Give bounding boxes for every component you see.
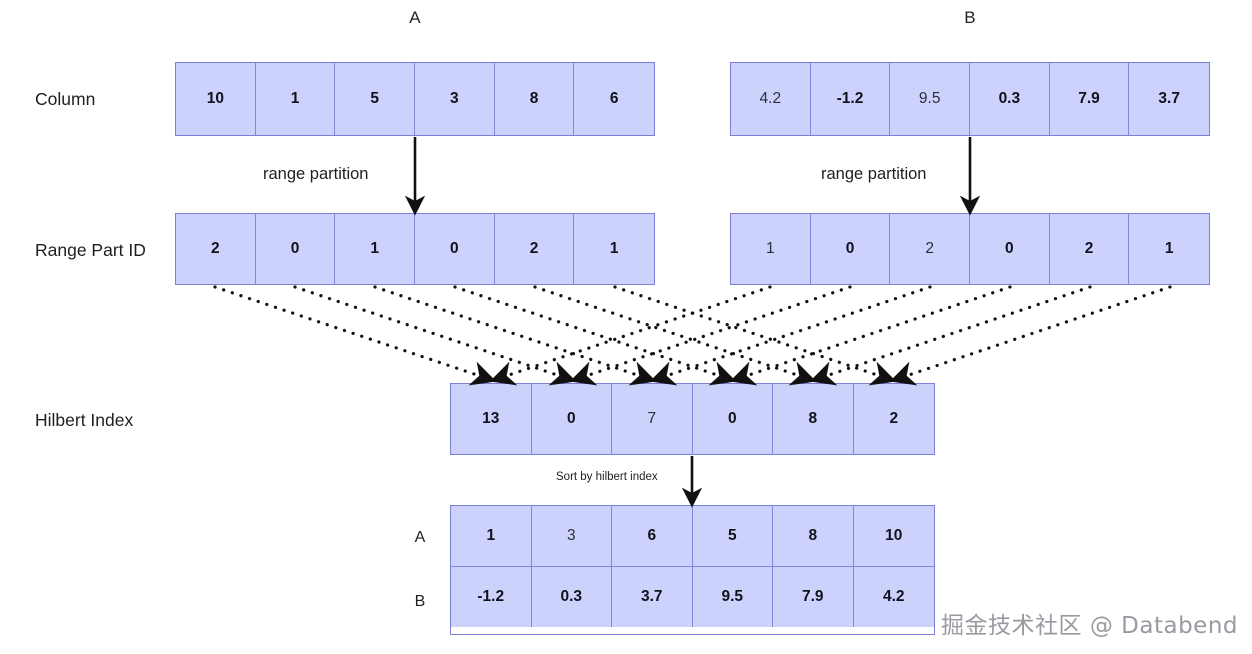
sorted-b-cell-5: 4.2 bbox=[853, 567, 934, 627]
sorted-b-cell-4: 7.9 bbox=[773, 567, 854, 627]
header-column-a: A bbox=[409, 8, 421, 27]
column-b-cell-1: -1.2 bbox=[810, 63, 891, 135]
range-part-id-b-cell-5: 1 bbox=[1129, 214, 1210, 284]
sorted-a-cell-5: 10 bbox=[853, 506, 934, 566]
sorted-row-label-b: B bbox=[414, 593, 426, 610]
column-b-cell-2: 9.5 bbox=[890, 63, 971, 135]
range-part-id-b-cell-1: 0 bbox=[810, 214, 891, 284]
edge-label-range-partition-b: range partition bbox=[821, 165, 927, 183]
sorted-b-cell-1: 0.3 bbox=[531, 567, 612, 627]
range-part-id-b-cell-3: 0 bbox=[970, 214, 1050, 284]
row-label-hilbert-index: Hilbert Index bbox=[35, 410, 134, 430]
sorted-a-cell-4: 8 bbox=[773, 506, 854, 566]
column-b-cell-5: 3.7 bbox=[1129, 63, 1210, 135]
hilbert-index-cell-1: 0 bbox=[531, 384, 612, 454]
connectors-b-to-hilbert bbox=[489, 285, 1172, 386]
column-a-cell-5: 6 bbox=[574, 63, 655, 135]
row-label-column: Column bbox=[35, 89, 96, 109]
sorted-a-cell-0: 1 bbox=[451, 506, 532, 566]
sorted-b-cell-3: 9.5 bbox=[692, 567, 773, 627]
range-part-id-a-cell-3: 0 bbox=[415, 214, 495, 284]
column-b-cell-0: 4.2 bbox=[731, 63, 811, 135]
range-part-id-a-cell-2: 1 bbox=[335, 214, 416, 284]
sorted-b-cell-2: 3.7 bbox=[612, 567, 693, 627]
range-part-id-b-cell-2: 2 bbox=[890, 214, 971, 284]
column-a-cell-0: 10 bbox=[176, 63, 256, 135]
hilbert-index-cell-3: 0 bbox=[692, 384, 773, 454]
range-part-id-a-cell-5: 1 bbox=[574, 214, 655, 284]
hilbert-index-cell-2: 7 bbox=[612, 384, 693, 454]
sorted-row-label-a: A bbox=[414, 529, 426, 546]
range-part-id-b-cell-0: 1 bbox=[731, 214, 811, 284]
sorted-b-cell-0: -1.2 bbox=[451, 567, 532, 627]
hilbert-index-cell-4: 8 bbox=[773, 384, 854, 454]
range-part-id-a-cell-0: 2 bbox=[176, 214, 256, 284]
range-part-id-a-cell-4: 2 bbox=[494, 214, 575, 284]
column-a-cell-3: 3 bbox=[415, 63, 495, 135]
column-b-cell-3: 0.3 bbox=[970, 63, 1050, 135]
column-a-cell-1: 1 bbox=[255, 63, 336, 135]
connectors-a-to-hilbert bbox=[213, 285, 897, 386]
watermark: 掘金技术社区 @ Databend bbox=[941, 613, 1238, 639]
sorted-a-cell-1: 3 bbox=[531, 506, 612, 566]
sorted-a-cell-2: 6 bbox=[612, 506, 693, 566]
hilbert-index-cell-0: 13 bbox=[451, 384, 532, 454]
hilbert-index-cell-5: 2 bbox=[853, 384, 934, 454]
edge-label-range-partition-a: range partition bbox=[263, 165, 369, 183]
header-column-b: B bbox=[964, 8, 976, 27]
range-part-id-b-cell-4: 2 bbox=[1049, 214, 1130, 284]
sorted-a-cell-3: 5 bbox=[692, 506, 773, 566]
column-b-cell-4: 7.9 bbox=[1049, 63, 1130, 135]
row-label-range-part-id: Range Part ID bbox=[35, 240, 146, 260]
edge-label-sort-by-hilbert-index: Sort by hilbert index bbox=[556, 471, 658, 483]
column-a-cell-2: 5 bbox=[335, 63, 416, 135]
column-a-cell-4: 8 bbox=[494, 63, 575, 135]
range-part-id-a-cell-1: 0 bbox=[255, 214, 336, 284]
